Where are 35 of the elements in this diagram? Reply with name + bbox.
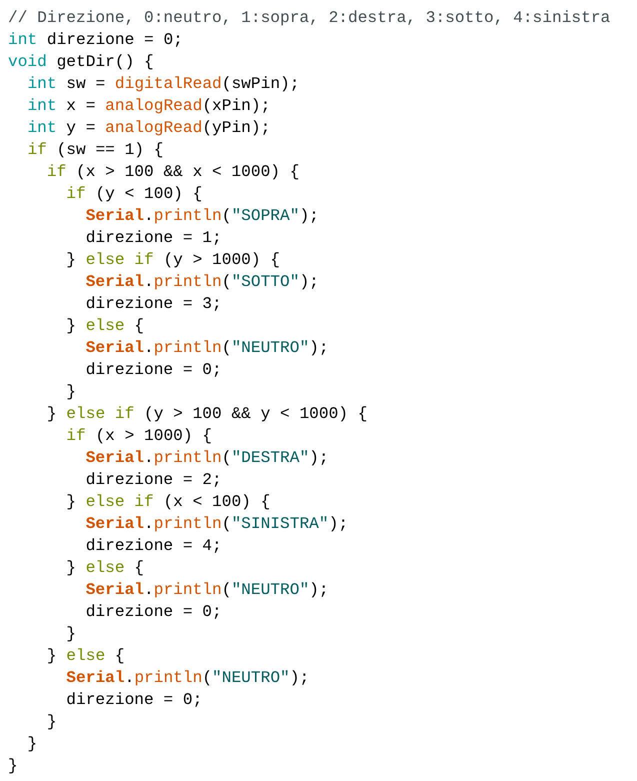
code-line: } [65,382,76,403]
code-line: direzione = 2; [84,470,222,491]
code-line: Serial.println("SOTTO"); [84,272,319,293]
code-line: Serial.println("NEUTRO"); [84,338,329,359]
code-line: if (x > 1000) { [65,426,212,447]
code-line: } [46,712,57,733]
code-line: int y = analogRead(yPin); [26,118,270,139]
code-line: direzione = 3; [84,294,222,315]
code-comment: // Direzione, 0:neutro, 1:sopra, 2:destra, 3:sotto, 4:sinistra [8,8,610,29]
code-line: if (x > 100 && x < 1000) { [46,162,300,183]
code-line: } [26,734,38,755]
code-line: void getDir() { [8,52,154,73]
code-line: Serial.println("SOPRA"); [84,206,319,227]
code-line: Serial.println("NEUTRO"); [84,580,329,601]
code-line: direzione = 0; [65,690,202,711]
code-line: } else if (y > 100 && y < 1000) { [46,404,368,425]
code-line: direzione = 0; [84,602,222,623]
code-line: } else if (x < 100) { [65,492,270,513]
code-line: Serial.println("SINISTRA"); [84,514,348,535]
code-line: int sw = digitalRead(swPin); [26,74,300,95]
code-line: Serial.println("DESTRA"); [84,448,329,469]
code-line: Serial.println("NEUTRO"); [65,668,310,689]
code-line: } else { [46,646,125,667]
code-line: } [8,756,18,777]
code-line: direzione = 1; [84,228,222,249]
code-line: int x = analogRead(xPin); [26,96,270,117]
code-line: direzione = 0; [84,360,222,381]
code-line: } else { [65,316,144,337]
code-line: } [65,624,76,645]
code-line: } else { [65,558,144,579]
code-line: } else if (y > 1000) { [65,250,280,271]
code-line: direzione = 4; [84,536,222,557]
code-line: int direzione = 0; [8,30,183,51]
code-line: if (y < 100) { [65,184,202,205]
code-line: if (sw == 1) { [26,140,164,161]
